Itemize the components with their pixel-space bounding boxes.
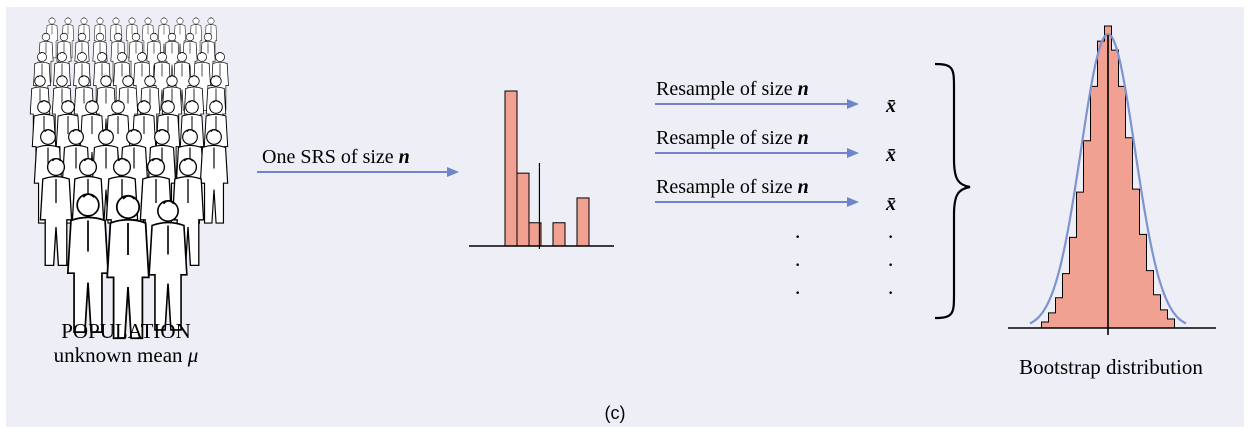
sample-bar <box>504 90 518 247</box>
bootstrap-bar <box>1076 192 1084 328</box>
sample-histogram <box>469 90 614 249</box>
crowd-person <box>39 157 73 267</box>
bootstrap-bar <box>1111 50 1119 328</box>
bootstrap-bar <box>1048 312 1056 328</box>
bootstrap-bar <box>1090 86 1098 329</box>
bootstrap-bar <box>1041 321 1049 328</box>
population-crowd-illustration <box>29 17 229 340</box>
normal-curve <box>1029 32 1187 325</box>
mu-symbol: μ <box>187 343 199 367</box>
crowd-person <box>66 193 110 333</box>
bootstrap-label: Bootstrap distribution <box>1019 355 1203 379</box>
bootstrap-bar <box>1146 270 1154 328</box>
crowd-person <box>148 200 188 331</box>
population-label: POPULATION unknown mean μ <box>41 319 211 367</box>
crowd-person <box>106 194 150 340</box>
curly-brace <box>934 62 971 320</box>
bootstrap-bar <box>1132 189 1140 328</box>
ellipsis-dot: · <box>887 252 895 277</box>
bootstrap-bar <box>1097 41 1105 328</box>
sample-arrow-label: One SRS of size n <box>262 146 410 168</box>
resample-label-2: Resample of size n <box>656 127 809 149</box>
bootstrap-histogram <box>1008 25 1216 335</box>
sample-bar <box>552 222 566 247</box>
resample-mean-1: x̄ <box>886 95 896 117</box>
ellipsis-dot: · <box>887 280 895 305</box>
figure-caption: (c) <box>604 403 626 423</box>
crowd-person <box>199 129 229 224</box>
resample-label-3: Resample of size n <box>656 176 809 198</box>
ellipsis-dot: · <box>794 280 802 305</box>
population-title: POPULATION <box>61 319 191 343</box>
bootstrap-step-outline <box>1041 25 1175 328</box>
bootstrap-bar <box>1118 86 1126 329</box>
bootstrap-bar <box>1139 234 1147 328</box>
bootstrap-bar <box>1153 294 1161 328</box>
bootstrap-bar <box>1125 137 1133 328</box>
diagram-canvas <box>29 17 1216 340</box>
figure-panel: POPULATION unknown mean μ One SRS of siz… <box>6 7 1244 427</box>
bootstrap-bar <box>1069 237 1077 328</box>
bootstrap-bar <box>1167 318 1175 328</box>
resample-mean-3: x̄ <box>886 193 896 215</box>
sample-bar <box>516 172 530 247</box>
sample-arrow <box>257 167 459 177</box>
bootstrap-bar <box>1062 273 1070 328</box>
population-subtitle: unknown mean μ <box>53 343 199 367</box>
ellipsis-dot: · <box>794 252 802 277</box>
ellipsis-dot: · <box>887 224 895 249</box>
resample-mean-2: x̄ <box>886 144 896 166</box>
sample-bar <box>576 197 590 247</box>
ellipsis-dot: · <box>794 224 802 249</box>
bootstrap-bar <box>1083 140 1091 328</box>
bootstrap-bar <box>1160 309 1168 328</box>
bootstrap-bar <box>1055 297 1063 328</box>
resample-arrows <box>655 99 859 207</box>
resample-label-1: Resample of size n <box>656 78 809 100</box>
